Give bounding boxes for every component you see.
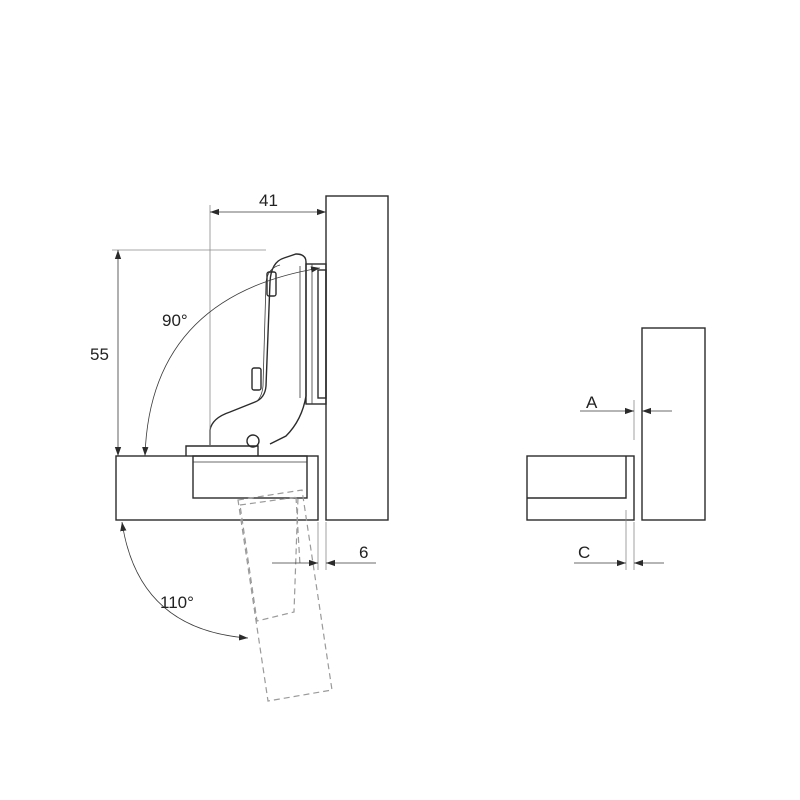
right-view: A C [526,327,706,570]
dim-c-label: C [578,543,590,562]
hinge-cup-flange [185,445,259,456]
angle-90-label: 90° [162,311,188,330]
hinge-pivot [246,434,260,448]
open-door-outline [237,489,333,702]
dim-6-label: 6 [359,543,368,562]
door-panel [115,455,319,521]
dim-41-label: 41 [259,191,278,210]
dim-a-label: A [586,393,598,412]
dim-55-label: 55 [90,345,109,364]
mounting-plate [305,263,327,405]
angle-110-arc [120,521,249,641]
right-cabinet-panel [641,327,706,521]
angle-110-label: 110° [160,593,194,612]
cabinet-side-panel [325,195,389,521]
right-door-panel [526,455,635,521]
hinge-arm [209,253,307,446]
angle-90-arc [142,266,321,457]
left-view: 41 55 90° 110° 6 [90,191,389,702]
